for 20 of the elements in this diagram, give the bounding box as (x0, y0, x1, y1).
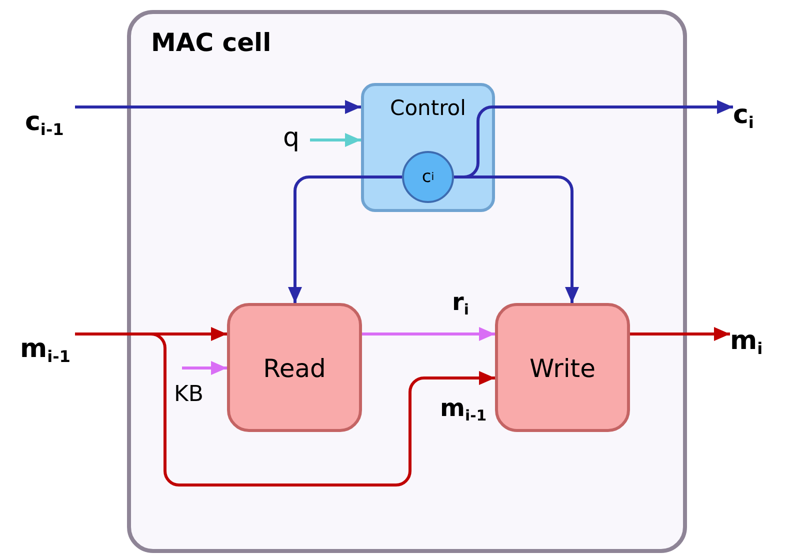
variable-label: c$_{i-1}$ (25, 107, 105, 143)
cell-container (127, 10, 687, 553)
input-label: KB (174, 368, 224, 412)
arrow (182, 361, 227, 375)
input-label: q (283, 122, 310, 158)
variable-label: m$_{i-1}$ (20, 334, 115, 374)
variable-label: m$_{i}$ (730, 326, 790, 366)
control-unit-box (361, 83, 495, 212)
box-label: Write (528, 354, 596, 383)
panel-title: MAC cell (151, 28, 272, 57)
arrow (310, 133, 361, 147)
arrow (288, 176, 402, 303)
box-label: Control (389, 96, 467, 120)
variable-label: c$_{i}$ (733, 100, 783, 138)
process-box (495, 303, 630, 432)
process-box (227, 303, 362, 432)
arrow (362, 327, 495, 341)
arrow (75, 100, 361, 114)
arrow (630, 327, 730, 341)
box-label: Read (262, 354, 327, 383)
